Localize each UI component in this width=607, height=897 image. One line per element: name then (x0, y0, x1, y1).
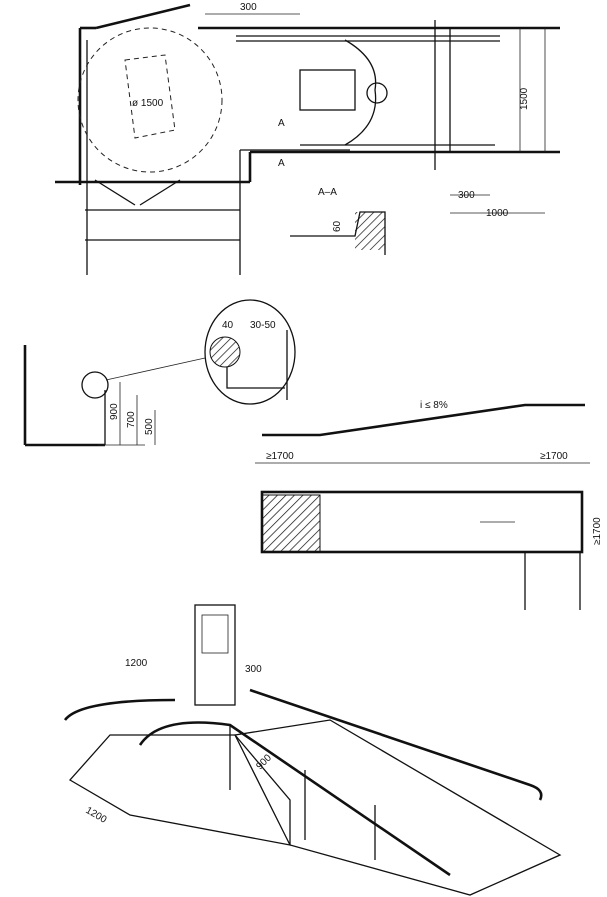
ramp-perspective: 1200 300 900 1200 (63, 604, 562, 896)
ramp-width-perspective-label: 900 (254, 752, 274, 772)
section-title: A–A (318, 187, 337, 198)
height-lower-label: 500 (144, 418, 155, 435)
landing-bottom-label: ≥1700 (266, 451, 294, 462)
rail-diameter-label: 40 (222, 320, 234, 331)
handrail-extension-label: 300 (458, 190, 475, 201)
section-mark-label: A (278, 158, 285, 169)
section-mark-label: A (278, 118, 285, 129)
platform-depth-label: 1200 (84, 805, 109, 826)
wall-gap-label: 30-50 (250, 320, 276, 331)
handrail-section: 40 30-50 900 700 500 (23, 299, 296, 447)
height-upper-label: 900 (109, 403, 120, 420)
door-offset-label: 300 (245, 664, 262, 675)
turning-circle-label: ø 1500 (132, 98, 164, 109)
door-clearance-label: 300 (240, 2, 257, 13)
curb-height-label: 60 (332, 220, 343, 232)
wheelchair-user-icon (366, 82, 388, 104)
platform-length-label: 1200 (125, 658, 148, 669)
ramp-width-label: 1500 (519, 87, 530, 110)
landing-plan: ≥1700 (260, 490, 603, 610)
height-middle-label: 700 (126, 411, 137, 428)
ramp-profile: i ≤ 8% ≥1700 ≥1700 (255, 400, 590, 464)
plan-view: 300 ø 1500 A A A–A 60 1500 300 1000 (55, 2, 560, 275)
landing-length-label: 1000 (486, 208, 509, 219)
slope-label: i ≤ 8% (420, 400, 448, 411)
landing-size-label: ≥1700 (592, 517, 603, 545)
landing-top-label: ≥1700 (540, 451, 568, 462)
